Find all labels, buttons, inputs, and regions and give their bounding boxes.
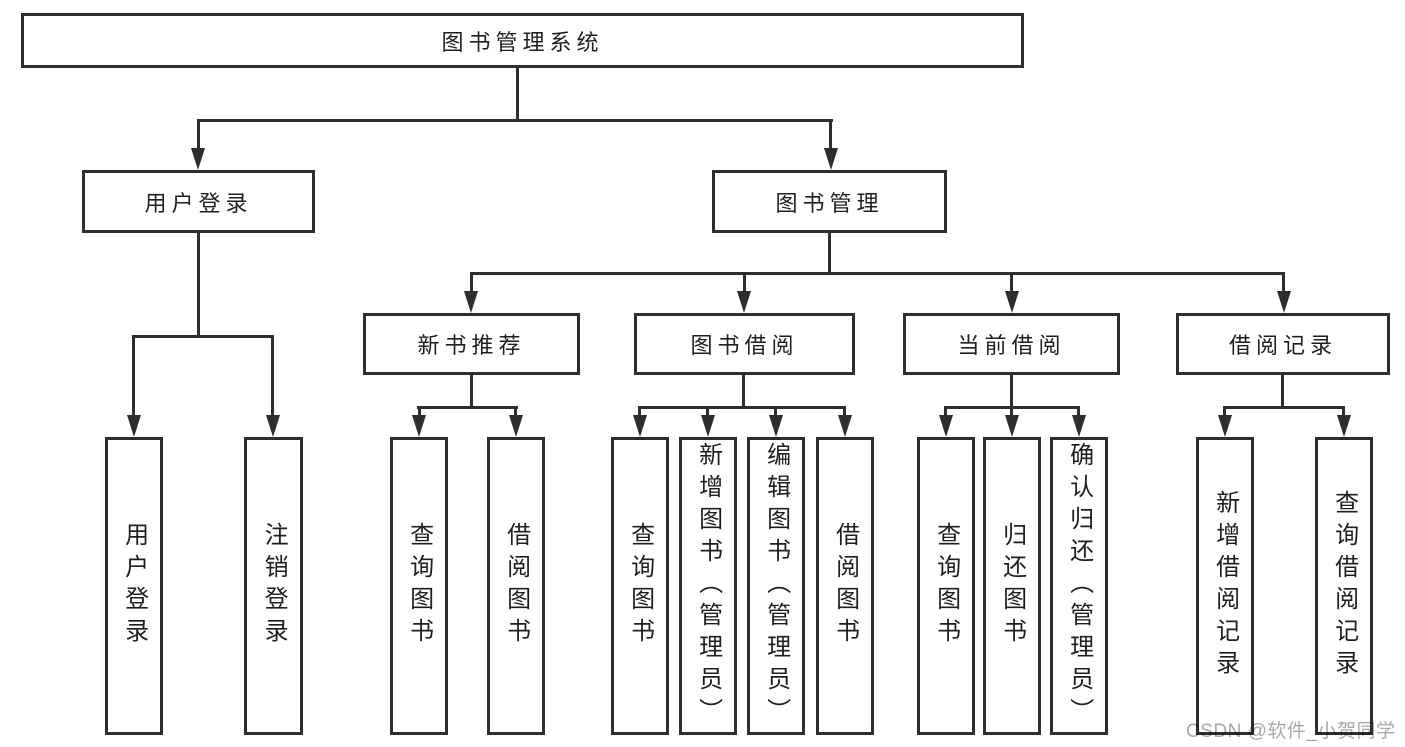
node-current-borrow: 当前借阅 bbox=[903, 313, 1120, 375]
leaf-query-book-newbook: 查询图书 bbox=[390, 437, 448, 735]
connector-drop bbox=[197, 119, 200, 154]
leaf-query-book-current: 查询图书 bbox=[917, 437, 975, 735]
connector-drop bbox=[132, 335, 135, 420]
leaf-add-borrow-record: 新增借阅记录 bbox=[1196, 437, 1254, 735]
connector-drop bbox=[944, 406, 947, 418]
connector-login-bus bbox=[132, 335, 274, 338]
arrow-down-icon bbox=[824, 148, 838, 170]
leaf-label: 查询借阅记录 bbox=[1330, 490, 1358, 682]
leaf-label: 归还图书 bbox=[998, 522, 1026, 650]
connector-drop bbox=[514, 406, 517, 418]
connector-drop bbox=[1010, 272, 1013, 297]
connector-drop bbox=[1223, 406, 1226, 418]
connector-management-stem bbox=[828, 233, 831, 272]
arrow-down-icon bbox=[769, 415, 783, 437]
arrow-down-icon bbox=[838, 415, 852, 437]
connector-drop bbox=[271, 335, 274, 420]
csdn-watermark: CSDN @软件_小贺同学 bbox=[1186, 721, 1396, 742]
leaf-borrow-book: 借阅图书 bbox=[816, 437, 874, 735]
connector-drop bbox=[1282, 272, 1285, 297]
arrow-down-icon bbox=[1005, 291, 1019, 313]
connector-drop bbox=[743, 272, 746, 297]
connector-drop bbox=[706, 406, 709, 418]
leaf-label: 借阅图书 bbox=[831, 522, 859, 650]
arrow-down-icon bbox=[1337, 415, 1351, 437]
leaf-edit-book-admin: 编辑图书（管理员） bbox=[747, 437, 805, 735]
arrow-down-icon bbox=[412, 415, 426, 437]
connector-record-stem bbox=[1281, 375, 1284, 406]
arrow-down-icon bbox=[464, 291, 478, 313]
connector-current-stem bbox=[1010, 375, 1013, 406]
leaf-label: 确认归还（管理员） bbox=[1065, 442, 1093, 730]
connector-drop bbox=[638, 406, 641, 418]
connector-root-stem bbox=[516, 68, 519, 119]
node-library-management-system: 图书管理系统 bbox=[21, 13, 1024, 68]
arrow-down-icon bbox=[127, 415, 141, 437]
arrow-down-icon bbox=[266, 415, 280, 437]
leaf-label: 注销登录 bbox=[260, 522, 288, 650]
connector-drop bbox=[1010, 406, 1013, 418]
leaf-label: 查询图书 bbox=[932, 522, 960, 650]
connector-drop bbox=[774, 406, 777, 418]
connector-management-bus bbox=[470, 272, 1285, 275]
leaf-logout: 注销登录 bbox=[244, 437, 303, 735]
arrow-down-icon bbox=[701, 415, 715, 437]
arrow-down-icon bbox=[1277, 291, 1291, 313]
connector-root-bus bbox=[197, 119, 833, 122]
arrow-down-icon bbox=[509, 415, 523, 437]
connector-drop bbox=[418, 406, 421, 418]
connector-newbook-bus bbox=[417, 406, 518, 409]
node-user-login: 用户登录 bbox=[82, 170, 315, 233]
connector-drop bbox=[470, 272, 473, 297]
node-new-book-recommend: 新书推荐 bbox=[363, 313, 580, 375]
connector-drop bbox=[843, 406, 846, 418]
leaf-user-login: 用户登录 bbox=[105, 437, 163, 735]
leaf-label: 新增借阅记录 bbox=[1211, 490, 1239, 682]
leaf-label: 编辑图书（管理员） bbox=[762, 442, 790, 730]
leaf-label: 用户登录 bbox=[120, 522, 148, 650]
arrow-down-icon bbox=[1218, 415, 1232, 437]
connector-record-bus bbox=[1223, 406, 1345, 409]
leaf-label: 查询图书 bbox=[405, 522, 433, 650]
leaf-borrow-book-newbook: 借阅图书 bbox=[487, 437, 545, 735]
arrow-down-icon bbox=[633, 415, 647, 437]
node-book-management: 图书管理 bbox=[712, 170, 947, 233]
connector-newbook-stem bbox=[470, 375, 473, 406]
connector-login-stem bbox=[197, 233, 200, 335]
connector-drop bbox=[1342, 406, 1345, 418]
arrow-down-icon bbox=[939, 415, 953, 437]
leaf-add-book-admin: 新增图书（管理员） bbox=[679, 437, 737, 735]
node-borrow-record: 借阅记录 bbox=[1176, 313, 1390, 375]
arrow-down-icon bbox=[1005, 415, 1019, 437]
leaf-label: 借阅图书 bbox=[502, 522, 530, 650]
arrow-down-icon bbox=[737, 291, 751, 313]
leaf-confirm-return-admin: 确认归还（管理员） bbox=[1050, 437, 1108, 735]
arrow-down-icon bbox=[1072, 415, 1086, 437]
leaf-query-borrow-record: 查询借阅记录 bbox=[1315, 437, 1373, 735]
leaf-label: 新增图书（管理员） bbox=[694, 442, 722, 730]
leaf-return-book: 归还图书 bbox=[983, 437, 1041, 735]
leaf-label: 查询图书 bbox=[626, 522, 654, 650]
connector-borrow-bus bbox=[638, 406, 846, 409]
connector-drop bbox=[829, 119, 832, 154]
connector-borrow-stem bbox=[742, 375, 745, 406]
node-book-borrow: 图书借阅 bbox=[634, 313, 855, 375]
arrow-down-icon bbox=[191, 148, 205, 170]
connector-drop bbox=[1077, 406, 1080, 418]
leaf-query-book-borrow: 查询图书 bbox=[611, 437, 669, 735]
